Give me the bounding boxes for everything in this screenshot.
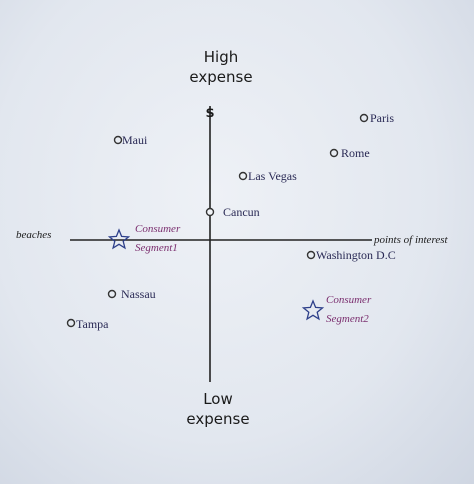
tampa-marker (66, 318, 76, 328)
segment-2-star-icon (301, 299, 325, 321)
beaches-label: beaches (16, 229, 51, 241)
rome-marker (329, 148, 339, 158)
maui-label: Maui (122, 133, 148, 147)
rome-label: Rome (341, 146, 370, 160)
consumer-segment-1: Consumer Segment1 (107, 223, 181, 254)
destination-cancun: Cancun (205, 205, 260, 219)
consumer-segment-2: Consumer Segment2 (301, 294, 372, 325)
cancun-marker (205, 207, 215, 217)
segment-1-label-line1: Consumer (135, 223, 181, 235)
las-vegas-marker (238, 171, 248, 181)
segment-2-label-line1: Consumer (326, 294, 372, 306)
destination-washington: Washington D.C (306, 248, 396, 262)
maui-marker (113, 135, 123, 145)
destination-tampa: Tampa (66, 317, 109, 331)
segment-1-star-icon (107, 228, 131, 250)
expense-top-label: expense (189, 68, 252, 86)
points-of-interest-label: points of interest (373, 234, 448, 246)
washington-label: Washington D.C (316, 248, 396, 262)
paris-label: Paris (370, 111, 394, 125)
destination-paris: Paris (359, 111, 394, 125)
expense-bottom-label: expense (186, 410, 249, 428)
low-label: Low (203, 390, 233, 408)
destination-maui: Maui (113, 133, 148, 147)
cancun-label: Cancun (223, 205, 260, 219)
destination-rome: Rome (329, 146, 370, 160)
las-vegas-label: Las Vegas (248, 169, 297, 183)
destination-nassau: Nassau (107, 287, 156, 301)
nassau-label: Nassau (121, 287, 156, 301)
dollar-symbol: $ (205, 106, 214, 121)
nassau-marker (107, 289, 117, 299)
washington-marker (306, 250, 316, 260)
tampa-label: Tampa (76, 317, 109, 331)
segment-2-label-line2: Segment2 (326, 313, 369, 325)
segment-1-label-line2: Segment1 (135, 242, 178, 254)
paris-marker (359, 113, 369, 123)
destination-las-vegas: Las Vegas (238, 169, 297, 183)
high-label: High (204, 48, 238, 66)
